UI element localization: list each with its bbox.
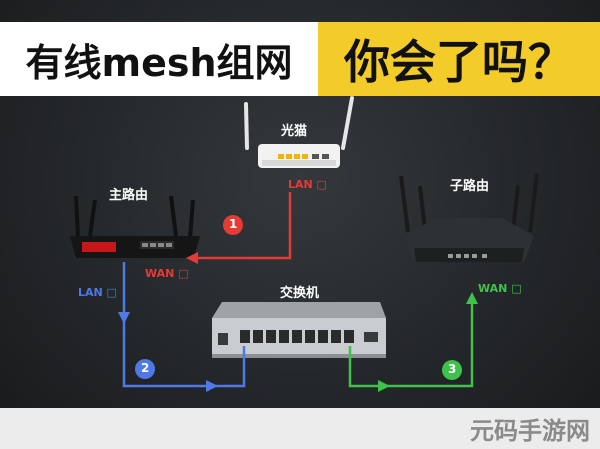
modem-label: 光猫 [281, 124, 308, 139]
main-router-label: 主路由 [109, 188, 149, 203]
step-2-number: 2 [141, 361, 150, 375]
switch-label: 交换机 [280, 286, 320, 301]
sub-wan-port-label: WAN □ [478, 282, 522, 295]
sub-router-label: 子路由 [450, 179, 490, 194]
footer-bar [0, 408, 600, 449]
connection-blue [118, 262, 246, 392]
step-3-number: 3 [448, 362, 457, 376]
main-lan-port-label: LAN □ [78, 286, 117, 299]
watermark-text: 元码手游网 [470, 417, 590, 445]
title-banner-right [318, 22, 600, 96]
main-router-device [70, 195, 200, 258]
connection-red [186, 192, 292, 264]
main-wan-port-label: WAN □ [145, 267, 189, 280]
modem-lan-port-label: LAN □ [288, 178, 327, 191]
step-1-number: 1 [229, 217, 238, 231]
sub-router-device [399, 173, 539, 262]
switch-device [212, 302, 386, 358]
title-right-text: 你会了吗？ [344, 35, 574, 89]
title-banner-left [0, 22, 318, 96]
modem-device [244, 96, 354, 168]
connection-green [348, 292, 478, 392]
title-left-text: 有线mesh组网 [25, 40, 293, 85]
